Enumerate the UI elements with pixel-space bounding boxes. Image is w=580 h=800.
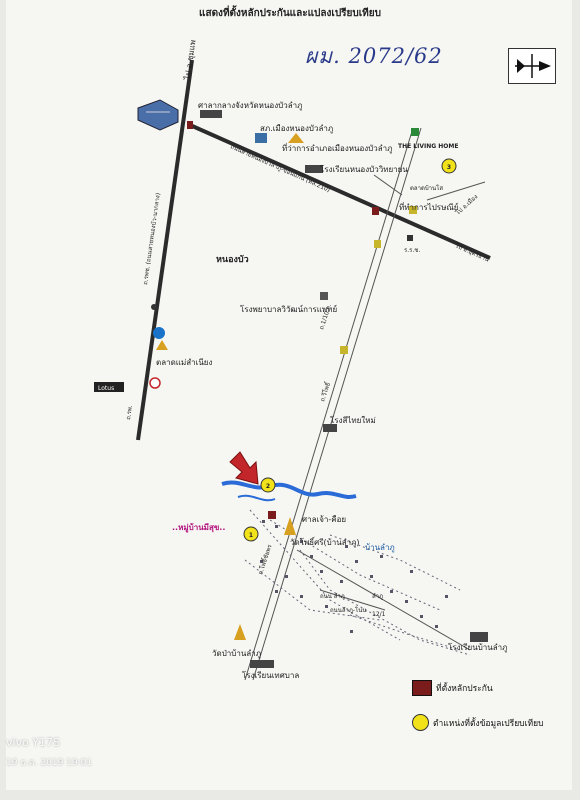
road-mid-label: ถนน ลำภู [320,593,345,600]
living-home-label: THE LIVING HOME [398,143,458,150]
post-office-label: ที่ทำการไปรษณีย์ [399,201,458,212]
land-office-label: ที่ว่าการอำเภอเมืองหนองบัวลำภู [282,142,392,154]
school-north-label: โรงเรียนหนองบัววิทยายน [320,164,408,174]
lane [349,614,461,651]
camera-timestamp: 19 ธ.ค. 2019 19:01 [6,758,93,768]
mill-label: โรงสีไทยใหม่ [330,415,376,425]
lotus-label: Lotus [98,385,114,392]
lamphu-road-2 [319,589,386,611]
lane [299,549,471,656]
market-label: ตลาดแม่สำเนียง [156,358,212,367]
roads [136,59,491,681]
market-north-label: ตลาดบ้านโส [410,184,443,192]
village-lanes [244,509,471,656]
river-branch [237,494,276,502]
police-icon [255,133,267,143]
highway-210 [189,123,491,260]
temple-lamphu-label: วัดป่าบ้านลำภู [212,649,261,659]
marker-label: 1 [249,532,253,539]
minor-road [373,174,403,196]
camera-watermark: vivo Y17S [6,736,61,749]
gas-station-icon [153,327,165,339]
hall-icon [200,110,222,118]
lotus-icon [94,382,124,392]
road-east-label: ลำภู [372,593,383,600]
road-12-label: 12/1 [372,611,386,618]
east-road [426,181,486,201]
comparison-marker-3: 3 [441,158,457,174]
building-icon [137,99,179,131]
village-houses [260,520,448,633]
lane [269,519,441,611]
collateral-symbol-icon [412,680,432,696]
river [221,480,357,499]
comparison-marker-2: 2 [260,477,276,493]
district-office-label: สภ.เมืองหนองบัวลำภู [260,124,333,134]
legend-collateral-label: ที่ตั้งหลักประกัน [436,684,493,694]
map-legend: ที่ตั้งหลักประกัน ตำแหน่งที่ตั้งข้อมูลเป… [412,680,562,749]
rsch-label: ร.ร.ช. [404,247,420,254]
junction-marker [372,207,379,215]
west-road-label: ถ.รพช. (ถนนสายหนองบัว-นากลาง) [142,193,162,286]
shrine-label: ศาลเจ้า-คือย [302,515,346,524]
road-east2-label: ถนนลำภู-โนน [330,606,366,614]
mill-icon [323,424,337,432]
marker-label: 2 [266,483,270,490]
district-office-icon [288,133,304,143]
collateral-arrow-icon [229,451,259,485]
map-sheet [6,0,572,790]
lane [249,509,401,641]
central-road-left [244,127,414,681]
comparison-symbol-icon [412,714,429,731]
village-label: ..หมู่บ้านมีสุข.. [172,522,225,533]
khetbaan-school-label: โรงเรียนเทศบาล [242,670,299,680]
legend-comparison: ตำแหน่งที่ตั้งข้อมูลเปรียบเทียบ [412,714,562,731]
shop-icon [409,206,417,214]
document-number: ผม. 2072/62 [305,44,443,68]
hospital-icon [320,292,328,300]
west-road-small-label: ถ.รพ. [125,405,134,421]
comparison-marker-1: 1 [243,526,259,542]
khetbaan-school-icon [250,660,274,668]
legend-collateral: ที่ตั้งหลักประกัน [412,680,562,696]
store-icon [374,240,381,248]
town-label: หนองบัว [216,254,249,265]
temple-lamphu-icon [234,624,246,640]
marker-label: 3 [447,164,451,171]
school-icon [305,165,323,173]
west-road-marker [151,304,157,310]
legend-comparison-label: ตำแหน่งที่ตั้งข้อมูลเปรียบเทียบ [433,718,544,729]
west-road [136,59,194,441]
provincial-hall-label: ศาลากลางจังหวัดหนองบัวลำภู [198,101,302,111]
road-center-label: ถ.โพธิ์ชัยพร [255,542,273,575]
living-home-icon [411,128,419,136]
map-title: แสดงที่ตั้งหลักประกันและแปลงเปรียบเทียบ [199,8,381,19]
road-north-label: ไป อ.ชุมแพ [183,39,198,81]
crossroad-marker [187,121,193,129]
north-arrow-icon [508,48,556,84]
collateral-marker [268,511,276,519]
lamphu-school-icon [470,632,488,642]
market-icon [156,340,168,350]
bank-icon [149,377,161,389]
rsch-icon [407,235,413,241]
temple-ban-lamphu-label: วัดโพธิ์ศรี(บ้านลำภู) [290,536,359,548]
store-icon-2 [340,346,348,354]
to-udon-label: ไป อ.อุดรธานี [453,241,490,263]
lamphu-school-label: โรงเรียนบ้านลำภู [448,642,507,653]
temple-icon [284,517,296,535]
lamphu-road [296,549,471,651]
hospital-label: โรงพยาบาลวิวัฒน์การแพทย์ [240,304,337,314]
ban-lamphu-label: บ้านลำภู [365,543,395,553]
